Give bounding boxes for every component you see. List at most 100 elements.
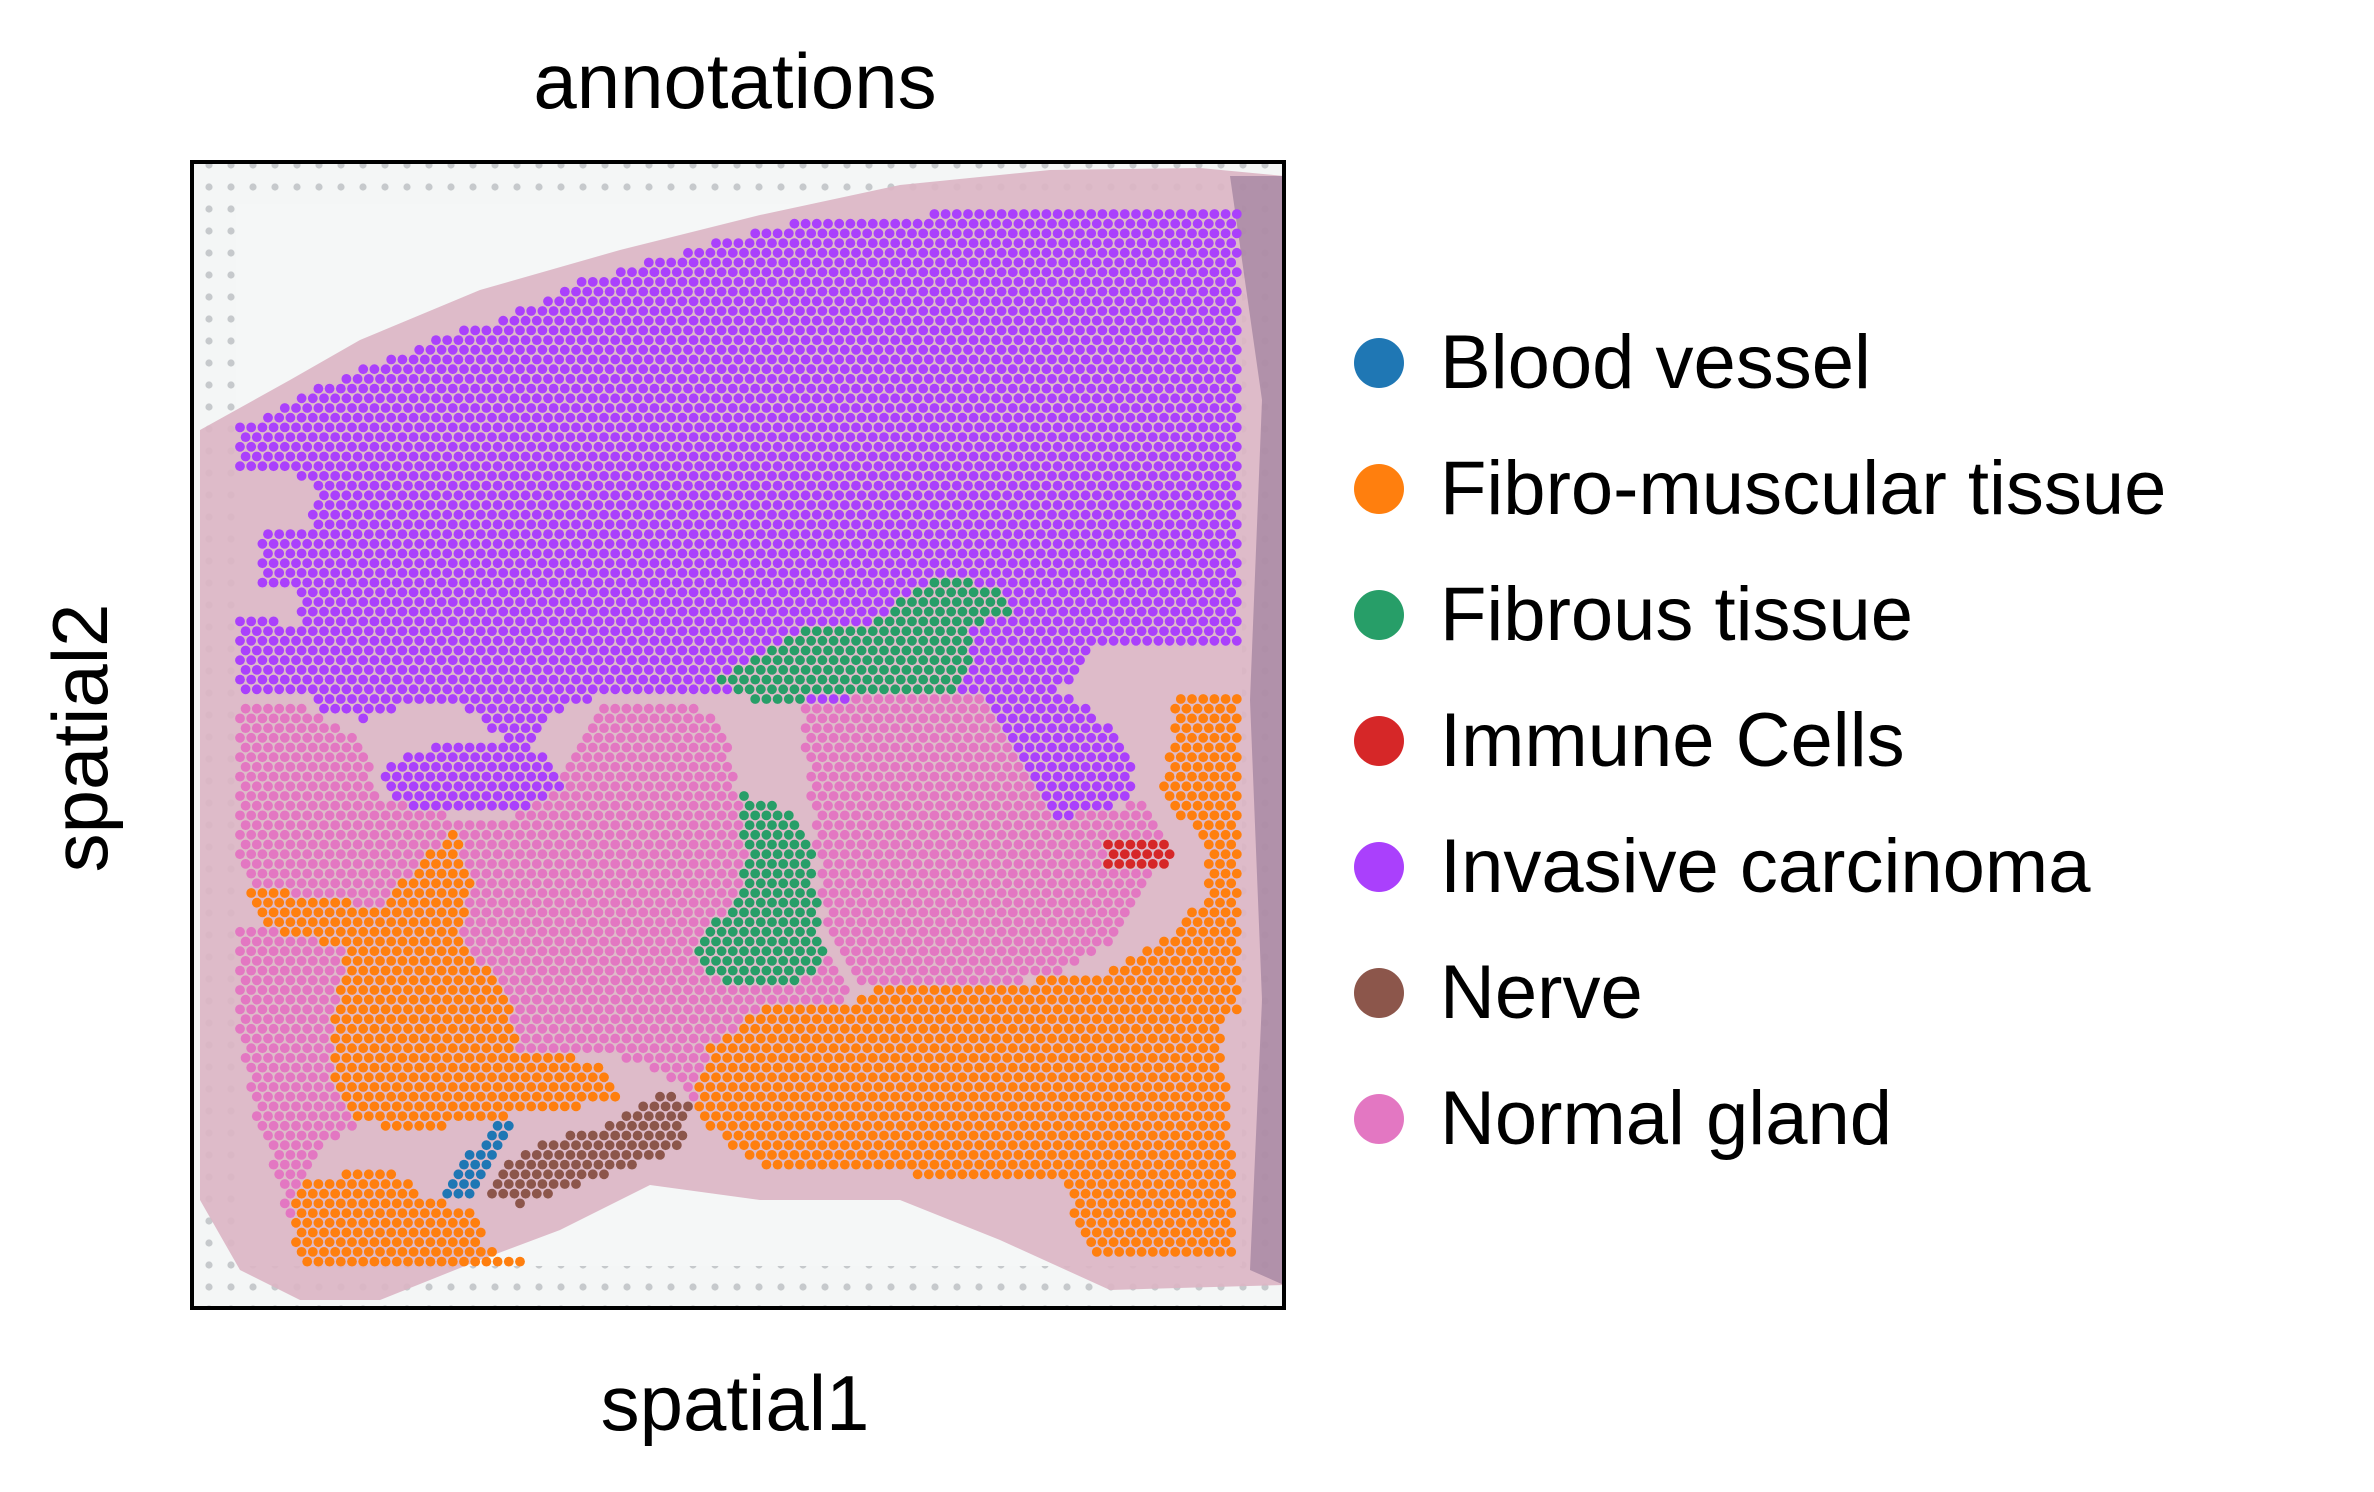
spot [1086, 228, 1097, 239]
spot [1097, 752, 1108, 763]
spot [576, 606, 587, 617]
spot [408, 509, 419, 520]
spot [806, 364, 817, 375]
spot [459, 461, 469, 472]
spot [464, 684, 475, 695]
spot [1030, 752, 1041, 763]
spot [862, 480, 873, 491]
spot [671, 597, 682, 607]
spot [1024, 412, 1035, 423]
spot [464, 762, 475, 772]
spot [918, 732, 929, 743]
spot [431, 781, 441, 792]
spot [739, 247, 749, 258]
spot [912, 762, 923, 772]
spot [1192, 548, 1203, 559]
spot [554, 354, 565, 365]
spot [615, 829, 626, 840]
spot [912, 354, 923, 365]
spot [1192, 412, 1203, 423]
spot [744, 238, 755, 249]
spot [783, 403, 794, 413]
spot [1052, 286, 1063, 297]
spot [806, 791, 817, 801]
spot [386, 703, 397, 714]
spot [963, 286, 973, 297]
spot [436, 674, 447, 685]
spot [979, 471, 990, 481]
spot [246, 849, 257, 860]
spot [699, 548, 710, 559]
spot [940, 500, 951, 510]
spot [632, 296, 643, 307]
spot [554, 587, 565, 598]
spot [291, 771, 301, 782]
spot [470, 441, 481, 452]
spot [929, 364, 940, 375]
spot [940, 674, 951, 685]
spot [918, 694, 929, 704]
spot [1170, 393, 1181, 404]
spot [1047, 393, 1057, 404]
spot [599, 393, 609, 404]
spot [1075, 558, 1085, 569]
spot [341, 606, 352, 617]
spot [621, 800, 632, 811]
spot [1164, 228, 1175, 239]
spot [1030, 286, 1041, 297]
spot [979, 296, 990, 307]
spot [750, 325, 761, 336]
spot [951, 577, 962, 588]
spot [235, 791, 245, 801]
spot [593, 519, 604, 530]
spot [347, 519, 357, 530]
spot [1075, 441, 1085, 452]
spot [330, 665, 341, 675]
spot [263, 665, 273, 675]
spot [621, 315, 632, 326]
spot [1007, 209, 1018, 219]
spot [1035, 548, 1046, 559]
spot [1013, 606, 1024, 617]
spot [683, 403, 693, 413]
spot [716, 519, 727, 530]
spot [817, 597, 828, 607]
spot [503, 752, 514, 763]
spot [951, 403, 962, 413]
spot [1002, 374, 1013, 384]
spot [834, 509, 845, 520]
spot [828, 674, 839, 685]
spot [1203, 626, 1214, 636]
spot [985, 209, 996, 219]
spot [503, 403, 514, 413]
spot [985, 577, 996, 588]
spot [968, 762, 979, 772]
spot [940, 364, 951, 375]
spot [285, 626, 296, 636]
spot [425, 655, 436, 666]
spot [879, 568, 889, 578]
spot [1035, 374, 1046, 384]
spot [335, 577, 346, 588]
spot [436, 558, 447, 569]
spot [845, 568, 856, 578]
spot [873, 480, 884, 491]
spot [414, 364, 425, 375]
spot [711, 548, 721, 559]
spot [862, 306, 873, 316]
spot [783, 228, 794, 239]
spot [957, 529, 968, 539]
spot [302, 771, 313, 782]
spot [571, 597, 581, 607]
spot [610, 781, 621, 792]
spot [1035, 568, 1046, 578]
spot [856, 684, 867, 695]
spot [901, 762, 912, 772]
spot [307, 781, 318, 792]
spot [985, 752, 996, 763]
spot [263, 723, 273, 733]
spot [638, 344, 649, 355]
spot [1007, 267, 1018, 278]
spot [1131, 597, 1141, 607]
spot [576, 509, 587, 520]
